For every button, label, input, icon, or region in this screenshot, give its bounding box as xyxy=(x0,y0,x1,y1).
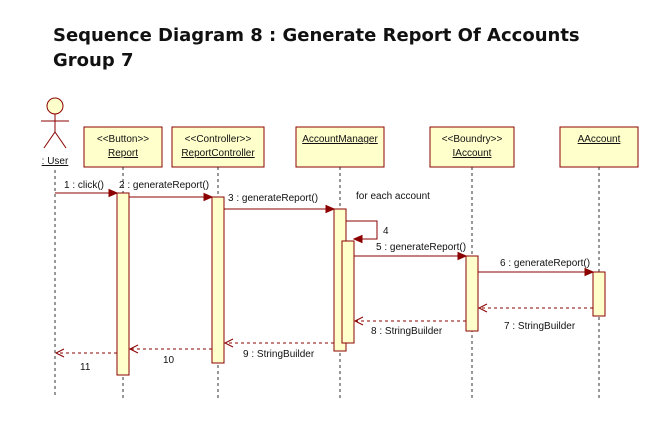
lifeline-box-iaccount xyxy=(429,126,515,168)
message-2: 2 : generateReport() xyxy=(119,180,214,202)
activation-aaccount xyxy=(592,271,606,317)
name-report: Report xyxy=(108,148,138,159)
activation-accountmanager-nested xyxy=(341,240,355,344)
lifeline-accountmanager: AccountManager xyxy=(295,126,385,168)
lifeline-box-aaccount xyxy=(559,126,639,168)
diagram-title: Sequence Diagram 8 : Generate Report Of … xyxy=(53,25,580,46)
message-6-label: 6 : generateReport() xyxy=(500,258,590,269)
lifeline-box-report xyxy=(83,126,163,168)
message-3: 3 : generateReport() xyxy=(224,193,336,214)
lifeline-aaccount: AAccount xyxy=(559,126,639,168)
activation-report xyxy=(116,192,130,376)
message-10: 10 xyxy=(128,344,212,366)
name-reportcontroller: ReportController xyxy=(181,148,255,159)
lifeline-iaccount: <<Boundry>> IAccount xyxy=(429,126,515,168)
message-11: 11 xyxy=(54,348,117,373)
message-4-label: 4 xyxy=(383,226,389,237)
message-10-label: 10 xyxy=(163,355,175,366)
message-3-label: 3 : generateReport() xyxy=(228,193,318,204)
message-6: 6 : generateReport() xyxy=(478,258,595,277)
message-11-label: 11 xyxy=(80,362,91,373)
lifeline-box-accountmanager xyxy=(295,126,385,168)
loop-note: for each account xyxy=(356,191,430,202)
message-5-label: 5 : generateReport() xyxy=(376,242,466,253)
name-iaccount: IAccount xyxy=(453,148,492,159)
message-4: 4 xyxy=(346,220,389,244)
user-actor: : User xyxy=(41,97,69,167)
name-aaccount: AAccount xyxy=(578,134,621,145)
message-2-label: 2 : generateReport() xyxy=(119,180,209,191)
message-5: 5 : generateReport() xyxy=(354,242,468,261)
stereotype-iaccount: <<Boundry>> xyxy=(442,134,503,145)
message-1: 1 : click() xyxy=(55,180,119,198)
message-9-label: 9 : StringBuilder xyxy=(243,349,315,360)
diagram-subtitle: Group 7 xyxy=(53,50,134,71)
activation-iaccount xyxy=(465,255,479,332)
lifeline-report: <<Button>> Report xyxy=(83,126,163,168)
message-1-label: 1 : click() xyxy=(64,180,104,191)
message-9: 9 : StringBuilder xyxy=(223,338,334,360)
activation-reportcontroller xyxy=(211,196,225,364)
message-8: 8 : StringBuilder xyxy=(353,316,466,337)
message-8-label: 8 : StringBuilder xyxy=(371,326,443,337)
lifeline-box-reportcontroller xyxy=(171,126,265,168)
message-7-label: 7 : StringBuilder xyxy=(504,321,576,332)
actor-head-icon xyxy=(46,97,64,115)
stereotype-reportcontroller: <<Controller>> xyxy=(185,134,252,145)
actor-label: : User xyxy=(42,156,69,167)
stereotype-report: <<Button>> xyxy=(97,134,149,145)
lifeline-reportcontroller: <<Controller>> ReportController xyxy=(171,126,265,168)
name-accountmanager: AccountManager xyxy=(302,134,378,145)
message-7: 7 : StringBuilder xyxy=(477,303,593,332)
